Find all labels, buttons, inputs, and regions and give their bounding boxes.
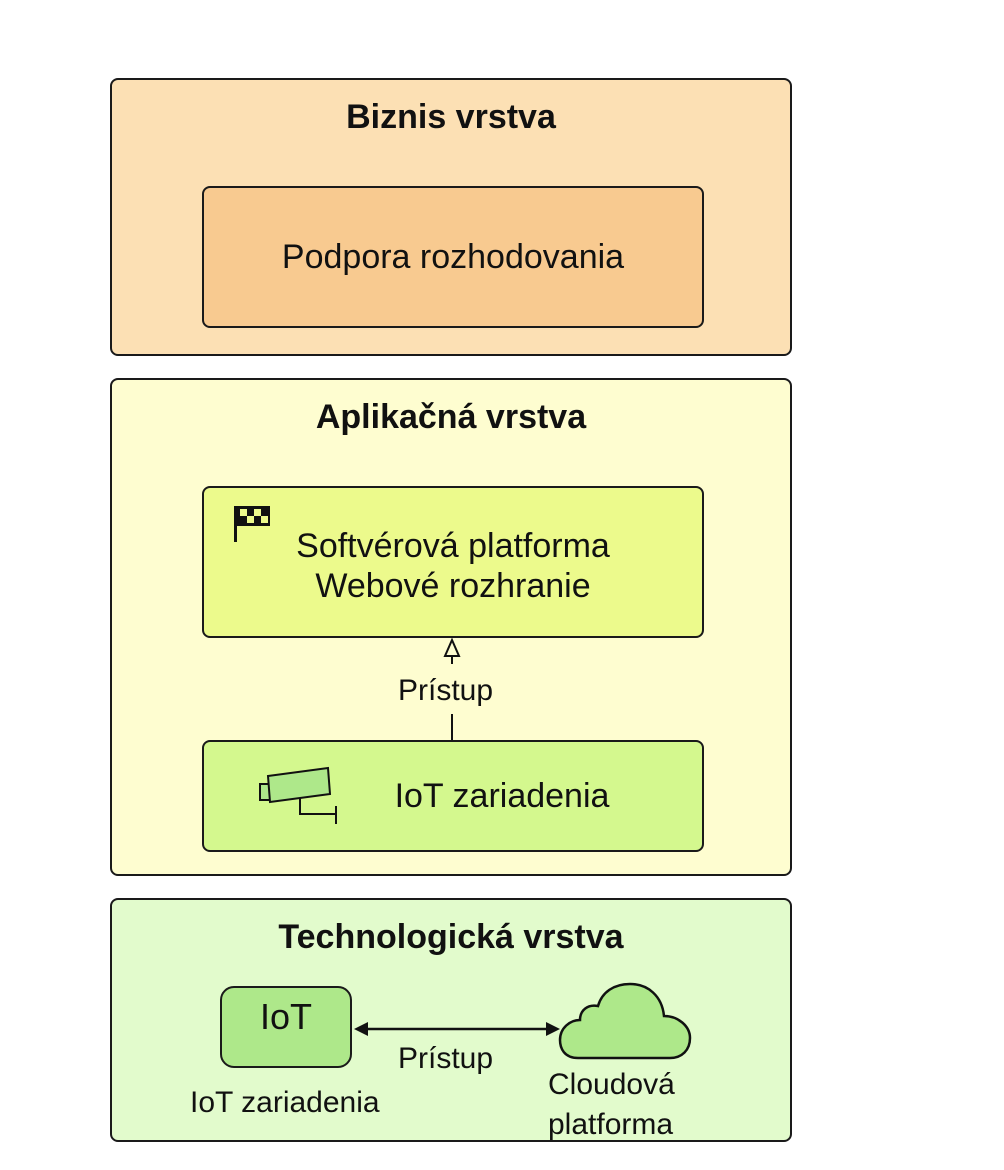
software-platform-line1: Softvérová platforma [296,527,610,565]
arrowhead-hollow [443,637,461,657]
bidirectional-access-arrow [354,1022,560,1036]
iot-node[interactable]: IoT [220,986,352,1068]
application-layer-title: Aplikačná vrstva [315,398,587,436]
decision-support-box[interactable]: Podpora rozhodovania [202,186,704,328]
business-layer-title: Biznis vrstva [346,98,556,136]
access-relation-arrow [443,637,461,740]
technology-layer: Technologická vrstva IoT IoT zariadenia … [110,898,792,1142]
iot-node-caption: IoT zariadenia [190,1086,380,1119]
cloud-caption-line1: Cloudová [548,1068,675,1101]
decision-support-label: Podpora rozhodovania [281,237,625,276]
application-layer: Aplikačná vrstva Softvérová platforma We… [110,378,792,876]
security-camera-icon [259,766,337,824]
iot-node-label: IoT [259,996,312,1037]
cloud-caption-line2: platforma [548,1108,674,1141]
checkered-flag-icon [234,506,270,542]
iot-devices-label: IoT zariadenia [394,776,610,815]
cloud-icon[interactable] [558,982,694,1062]
software-platform-line2: Webové rozhranie [315,567,591,605]
iot-devices-box[interactable]: IoT zariadenia [202,740,704,852]
business-layer: Biznis vrstva Podpora rozhodovania [110,78,792,356]
access-relation-label: Prístup [398,674,494,707]
tech-access-label: Prístup [398,1042,494,1075]
technology-layer-title: Technologická vrstva [278,918,624,956]
software-platform-box[interactable]: Softvérová platforma Webové rozhranie [202,486,704,638]
